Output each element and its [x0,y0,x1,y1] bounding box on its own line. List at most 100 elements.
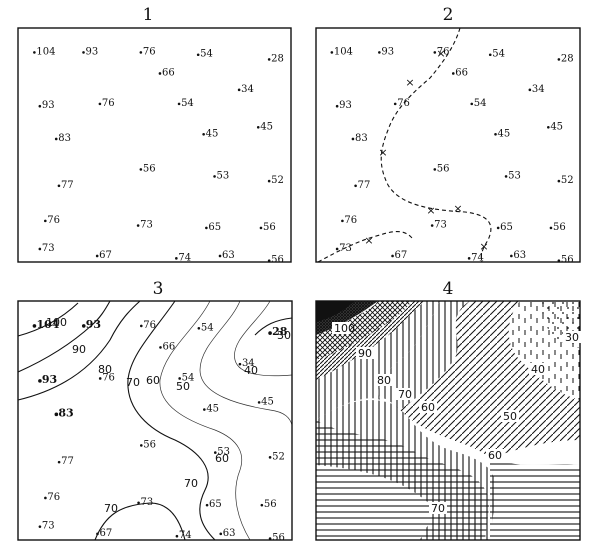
point-marker [139,168,143,171]
point-marker [197,326,201,330]
point-value: 83 [58,133,71,144]
point-value: 56 [271,255,284,266]
point-marker [259,226,263,230]
point-value: 93 [42,100,55,111]
point-value: 45 [206,404,219,415]
panel-3-frame [17,300,293,541]
panel-1-frame [17,27,292,263]
point-value: 54 [200,49,213,60]
isoline-label: 30 [565,331,579,344]
point-value: 93 [86,318,101,331]
point-value: 53 [508,170,521,181]
isoline-30 [254,317,293,336]
zone-60-70-vertical [316,400,496,540]
point-marker [451,72,455,75]
point-value: 73 [42,243,55,254]
point-value: 65 [209,499,222,510]
point-value: 56 [553,222,566,233]
isoline-label: 70 [184,477,198,490]
point-value: 28 [561,53,574,64]
point-value: 76 [47,215,60,226]
point-value: 45 [206,128,219,139]
isoline-label: 80 [377,374,391,387]
point-marker [433,168,437,171]
panel-3-isolines [17,300,293,541]
point-marker [98,377,102,380]
point-value: 66 [455,67,468,78]
point-marker [178,377,181,380]
point-value: 45 [550,121,563,132]
cross-mark: × [405,76,414,89]
isoline-label: 50 [176,380,190,393]
point-marker [82,51,85,54]
point-marker [268,331,272,335]
point-value: 73 [141,497,154,508]
point-value: 74 [178,252,191,263]
cross-mark: × [364,234,373,247]
point-marker [54,137,58,141]
point-value: 104 [36,46,55,57]
point-marker [260,503,264,507]
isoline-label: 60 [215,452,229,465]
isoline-label: 70 [126,376,140,389]
cross-mark: × [453,202,462,215]
isoline-label: 80 [98,363,112,376]
isoline-label-bg [332,322,350,334]
point-marker [140,444,143,447]
point-marker [203,408,206,411]
isoline-label: 60 [488,449,502,462]
isoline-40 [234,300,293,377]
panel-4-zones [316,301,580,540]
point-value: 56 [561,255,574,266]
point-marker [528,88,532,92]
point-value: 67 [99,250,112,261]
isoline-label: 40 [531,363,545,376]
point-value: 45 [261,396,274,407]
isoline-label: 90 [72,343,86,356]
point-value: 76 [344,215,357,226]
point-value: 52 [272,451,285,462]
point-value: 104 [36,318,59,331]
isoline-label-bg [375,374,393,386]
point-marker [488,53,492,57]
isoline-70-left [94,502,186,541]
zone-60-70-upper [316,301,440,420]
point-marker [267,179,271,183]
point-marker [218,254,222,258]
point-marker [237,88,241,92]
point-marker [38,104,42,108]
point-value: 54 [201,322,214,333]
point-marker [159,346,162,349]
point-value: 66 [162,341,175,352]
point-marker [267,259,271,262]
isoline-label: 70 [431,502,445,515]
point-value: 65 [500,222,513,233]
point-marker [470,102,474,106]
point-marker [391,254,394,258]
panel-title-3: 3 [153,279,164,299]
panel-title-1: 1 [143,5,154,25]
isoline-label-bg [429,502,447,514]
point-marker [38,247,42,251]
point-marker [57,460,61,464]
isoline-label: 100 [46,316,67,329]
point-value: 56 [272,533,285,544]
isoline-label: 40 [244,364,258,377]
point-value: 63 [223,528,236,539]
point-value: 66 [162,67,175,78]
point-marker [196,53,200,57]
point-value: 73 [434,220,447,231]
point-value: 76 [47,492,60,503]
point-marker [510,254,513,258]
point-marker [557,179,561,183]
point-value: 53 [217,170,230,181]
isoline-50 [199,300,293,426]
point-marker [267,58,271,61]
point-marker [268,537,272,540]
point-marker [54,412,59,417]
point-marker [136,224,140,227]
